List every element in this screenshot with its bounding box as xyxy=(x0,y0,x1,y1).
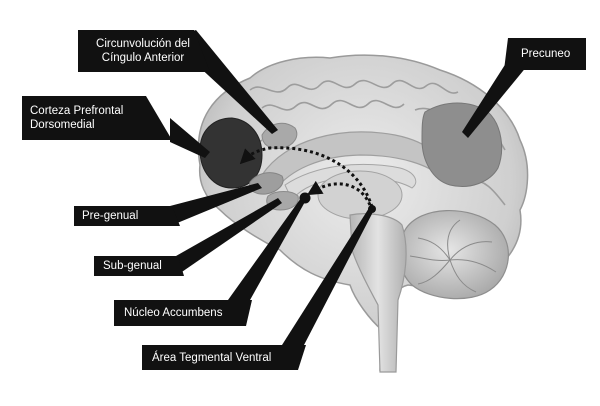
box-prefrontal xyxy=(22,96,172,140)
box-accumbens xyxy=(114,300,252,326)
leader-tegmental xyxy=(282,208,374,345)
label-prefrontal: Corteza Prefrontal Dorsomedial xyxy=(30,104,123,132)
box-precuneo xyxy=(504,38,586,70)
label-precuneo-text: Precuneo xyxy=(521,48,571,60)
label-boxes xyxy=(22,30,586,370)
leader-precuneo xyxy=(462,60,532,138)
pathway-arrows xyxy=(239,146,374,208)
label-tegmental-text: Área Tegmental Ventral xyxy=(152,352,272,364)
leader-accumbens xyxy=(228,198,306,300)
label-precuneo: Precuneo xyxy=(521,47,570,61)
label-tegmental: Área Tegmental Ventral xyxy=(152,351,271,365)
label-pregenual: Pre-genual xyxy=(82,209,138,223)
label-cingulo: Circunvolución del Cíngulo Anterior xyxy=(84,37,202,65)
label-accumbens: Núcleo Accumbens xyxy=(124,306,222,320)
label-cingulo-line2: Cíngulo Anterior xyxy=(101,52,185,64)
label-prefrontal-line1: Corteza Prefrontal xyxy=(30,105,124,117)
thalamus xyxy=(317,170,403,220)
box-tegmental xyxy=(142,345,306,370)
dorsomedial-prefrontal-region xyxy=(199,117,263,189)
arrow-to-accumbens xyxy=(306,180,372,206)
arrow-to-prefrontal xyxy=(239,146,374,208)
precuneus-region xyxy=(421,102,503,187)
label-subgenual-text: Sub-genual xyxy=(103,260,162,272)
brainstem xyxy=(349,213,407,373)
leader-subgenual xyxy=(176,198,282,276)
box-pregenual xyxy=(74,206,180,226)
cerebellum-folia xyxy=(409,219,497,293)
label-prefrontal-line2: Dorsomedial xyxy=(30,119,95,131)
label-accumbens-text: Núcleo Accumbens xyxy=(124,307,223,319)
leader-pregenual xyxy=(170,183,262,226)
label-cingulo-line1: Circunvolución del xyxy=(96,38,190,50)
leader-prefrontal xyxy=(170,118,210,158)
label-subgenual: Sub-genual xyxy=(103,259,162,273)
cerebellum xyxy=(398,209,509,300)
box-subgenual xyxy=(94,256,184,276)
box-cingulo xyxy=(78,30,210,72)
label-pregenual-text: Pre-genual xyxy=(82,210,139,222)
